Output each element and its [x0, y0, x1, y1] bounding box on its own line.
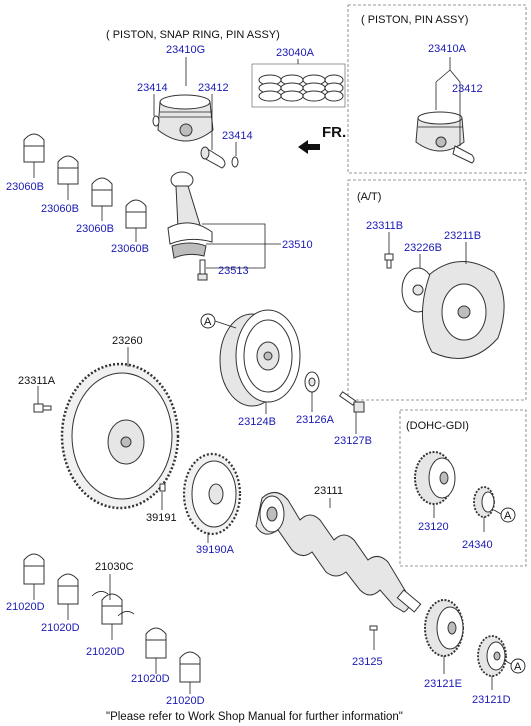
part-23412-alt: 23412	[452, 83, 483, 95]
part-23260: 23260	[112, 335, 143, 347]
part-23060B-3: 23060B	[76, 223, 114, 235]
main-bearing-group	[23, 553, 201, 683]
pulley-washer	[304, 371, 320, 393]
dohc-gdi-caption: (DOHC-GDI)	[406, 420, 469, 432]
flywheel	[60, 362, 180, 510]
drive-plate-bolt	[384, 253, 394, 269]
thrust-washers	[91, 591, 135, 617]
part-23510: 23510	[282, 239, 313, 251]
part-23226B: 23226B	[404, 242, 442, 254]
part-23060B-4: 23060B	[111, 243, 149, 255]
at-caption: (A/T)	[357, 191, 381, 203]
piston-snap-ring-caption: ( PISTON, SNAP RING, PIN ASSY)	[106, 29, 280, 41]
dohc-gdi-box	[399, 409, 527, 567]
piston-assembly	[157, 94, 214, 142]
part-23410A: 23410A	[428, 43, 467, 55]
part-23414-upper: 23414	[137, 82, 168, 94]
part-21030C: 21030C	[95, 561, 134, 573]
ref-marker-a-1-label: A	[204, 316, 212, 328]
front-label: FR.	[322, 124, 346, 141]
part-23121D: 23121D	[472, 694, 511, 706]
part-21020D-2: 21020D	[41, 622, 80, 634]
part-23060B-2: 23060B	[41, 203, 79, 215]
drive-plate	[422, 261, 505, 359]
crankshaft-pulley	[219, 309, 301, 407]
footer-note: "Please refer to Work Shop Manual for fu…	[106, 711, 403, 723]
piston-pin-caption: ( PISTON, PIN ASSY)	[361, 14, 468, 26]
piston-alt	[415, 111, 475, 164]
part-23311B: 23311B	[366, 220, 403, 232]
rod-bolt	[197, 259, 208, 281]
part-23120: 23120	[418, 521, 449, 533]
ref-marker-a-3	[510, 658, 526, 674]
crankshaft	[255, 492, 422, 613]
part-23125: 23125	[352, 656, 383, 668]
ring-gear-dowel	[159, 483, 166, 492]
ref-marker-a-2	[500, 507, 516, 523]
pulley-bolt	[339, 391, 365, 413]
part-23410G: 23410G	[166, 44, 205, 56]
part-23513: 23513	[218, 265, 249, 277]
at-box	[347, 179, 527, 401]
crank-sprocket	[424, 599, 464, 657]
part-23040A: 23040A	[276, 47, 315, 59]
part-21020D-3: 21020D	[86, 646, 125, 658]
pump-drive-gear	[473, 486, 495, 518]
piston-pin-assy-box	[347, 4, 527, 174]
part-23311A: 23311A	[18, 375, 56, 387]
part-23127B: 23127B	[334, 435, 372, 447]
ref-marker-a-3-label: A	[514, 661, 522, 673]
part-23126A: 23126A	[296, 414, 335, 426]
part-21020D-4: 21020D	[131, 673, 170, 685]
snap-ring-left	[152, 115, 160, 127]
part-23060B-1: 23060B	[6, 181, 44, 193]
part-23412-upper: 23412	[198, 82, 229, 94]
oil-pump-sprocket	[477, 635, 507, 677]
part-39190A: 39190A	[196, 544, 235, 556]
ref-marker-a-2-label: A	[504, 510, 512, 522]
part-23414-lower: 23414	[222, 130, 253, 142]
part-23124B: 23124B	[238, 416, 276, 428]
part-21020D-5: 21020D	[166, 695, 205, 707]
part-23211B: 23211B	[444, 230, 481, 242]
ring-gear	[182, 452, 242, 536]
rod-bearing-group	[23, 133, 147, 229]
snap-ring-right	[231, 156, 239, 168]
crank-sprocket-gdi	[414, 451, 456, 505]
part-39191: 39191	[146, 512, 177, 524]
crankshaft-key	[369, 625, 378, 631]
part-24340: 24340	[462, 539, 493, 551]
piston-ring-set	[251, 63, 346, 108]
piston-pin	[200, 146, 226, 169]
flywheel-bolt	[33, 403, 52, 413]
part-23111: 23111	[314, 485, 343, 497]
connecting-rod	[167, 171, 213, 259]
part-21020D-1: 21020D	[6, 601, 45, 613]
front-direction-arrow	[298, 140, 320, 154]
part-23121E: 23121E	[424, 678, 462, 690]
